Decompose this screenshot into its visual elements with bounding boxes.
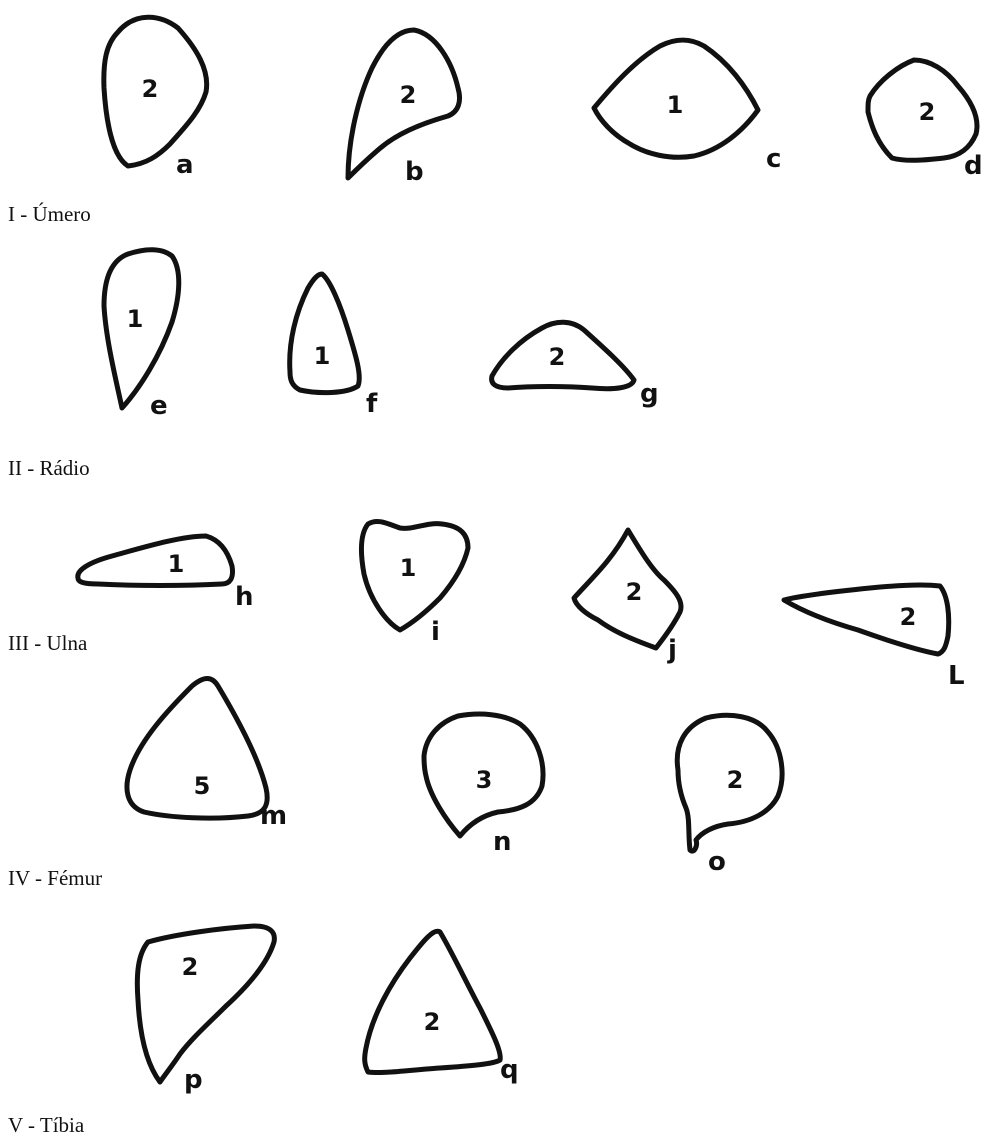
section-n: 3 n xyxy=(424,714,543,857)
section-L: 2 L xyxy=(784,585,965,691)
section-f: 1 f xyxy=(290,274,378,419)
section-letter-i: i xyxy=(431,617,440,647)
section-q: 2 q xyxy=(365,931,519,1085)
section-outline-q xyxy=(365,931,501,1072)
section-letter-p: p xyxy=(184,1065,203,1095)
bone-label-umero: I - Úmero xyxy=(8,202,91,227)
section-outline-h xyxy=(78,536,233,586)
section-i: 1 i xyxy=(361,521,468,647)
section-count-d: 2 xyxy=(919,98,936,126)
section-outline-p xyxy=(137,926,274,1082)
section-count-i: 1 xyxy=(400,554,417,582)
section-c: 1 c xyxy=(594,40,781,174)
section-letter-g: g xyxy=(640,379,659,409)
section-letter-n: n xyxy=(493,827,512,857)
section-letter-h: h xyxy=(235,582,254,612)
section-b: 2 b xyxy=(348,30,460,187)
bone-label-ulna: III - Ulna xyxy=(8,631,87,656)
section-letter-a: a xyxy=(176,150,194,180)
section-letter-q: q xyxy=(500,1055,519,1085)
section-count-q: 2 xyxy=(424,1008,441,1036)
section-count-o: 2 xyxy=(727,766,744,794)
section-count-h: 1 xyxy=(168,550,185,578)
section-count-g: 2 xyxy=(549,343,566,371)
section-count-c: 1 xyxy=(667,91,684,119)
section-count-b: 2 xyxy=(400,81,417,109)
bone-label-tibia: V - Tíbia xyxy=(8,1113,84,1138)
section-letter-e: e xyxy=(150,391,168,421)
section-count-n: 3 xyxy=(476,766,493,794)
section-j: 2 j xyxy=(574,530,681,665)
section-letter-o: o xyxy=(708,847,726,877)
section-letter-m: m xyxy=(260,801,287,831)
section-letter-f: f xyxy=(366,389,378,419)
section-h: 1 h xyxy=(78,536,254,612)
section-count-e: 1 xyxy=(127,305,144,333)
section-letter-j: j xyxy=(667,635,677,665)
bone-label-radio: II - Rádio xyxy=(8,456,90,481)
section-count-p: 2 xyxy=(182,953,199,981)
section-outline-L xyxy=(784,585,949,654)
section-count-f: 1 xyxy=(314,342,331,370)
section-a: 2 a xyxy=(104,17,207,180)
section-g: 2 g xyxy=(492,322,659,409)
section-outline-f xyxy=(290,274,360,393)
section-letter-c: c xyxy=(766,144,781,174)
section-m: 5 m xyxy=(127,679,287,832)
section-count-a: 2 xyxy=(142,75,159,103)
section-e: 1 e xyxy=(104,250,179,421)
section-count-j: 2 xyxy=(626,578,643,606)
section-o: 2 o xyxy=(677,715,782,877)
section-letter-d: d xyxy=(964,151,983,181)
section-count-L: 2 xyxy=(900,603,917,631)
section-count-m: 5 xyxy=(194,772,211,800)
bone-label-femur: IV - Fémur xyxy=(8,866,102,891)
section-p: 2 p xyxy=(137,926,274,1095)
section-d: 2 d xyxy=(868,60,983,181)
section-letter-b: b xyxy=(405,157,424,187)
section-letter-L: L xyxy=(948,661,965,691)
